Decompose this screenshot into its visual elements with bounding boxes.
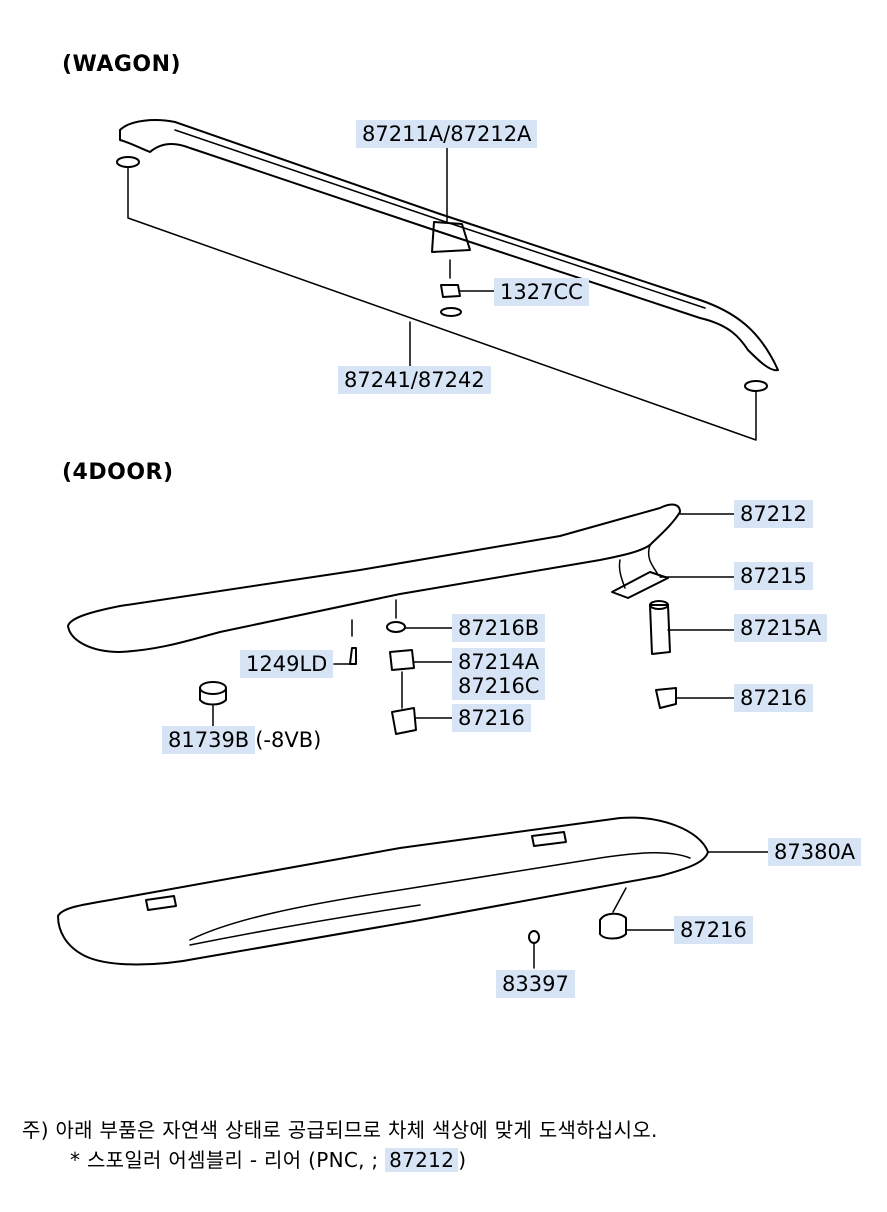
part-label-87214a[interactable]: 87214A [452, 648, 546, 676]
4door-screw-1249ld [349, 619, 357, 665]
part-label-87380a[interactable]: 87380A [768, 838, 862, 866]
wagon-roof-rail [119, 119, 779, 372]
part-label-87212[interactable]: 87212 [734, 500, 813, 528]
part-label-87216-right[interactable]: 87216 [734, 684, 813, 712]
4door-nut-87216 [391, 707, 417, 735]
part-label-81739b-suffix: (-8VB) [255, 728, 322, 752]
note-line-1: 주) 아래 부품은 자연색 상태로 공급되므로 차체 색상에 맞게 도색하십시오… [22, 1118, 658, 1142]
wagon-pad-left [116, 156, 140, 168]
wagon-nut [440, 259, 461, 298]
note-pnc-link[interactable]: 87212 [385, 1148, 459, 1172]
note-line-2: * 스포일러 어셈블리 - 리어 (PNC, ; 87212) [70, 1144, 466, 1173]
part-label-1327cc[interactable]: 1327CC [494, 278, 589, 306]
part-label-87211a-87212a[interactable]: 87211A/87212A [356, 120, 538, 148]
4door-clip-87214a [389, 649, 415, 671]
lower-nut-87216 [599, 912, 627, 940]
part-label-87215[interactable]: 87215 [734, 562, 813, 590]
note-line-2-suffix: ) [458, 1148, 467, 1172]
lower-plug-83397 [528, 930, 540, 944]
lower-spoiler [57, 816, 709, 966]
4door-nut-right [655, 687, 677, 709]
part-label-87216-center[interactable]: 87216 [452, 704, 531, 732]
4door-section-title: (4DOOR) [62, 460, 174, 485]
4door-plug-81739b [199, 681, 227, 706]
part-label-87215a[interactable]: 87215A [734, 614, 828, 642]
4door-spacer-tube [649, 600, 671, 655]
part-label-87216-lower[interactable]: 87216 [674, 916, 753, 944]
part-label-81739b[interactable]: 81739B [162, 726, 256, 754]
part-label-87241-87242[interactable]: 87241/87242 [338, 366, 491, 394]
part-label-83397[interactable]: 83397 [496, 970, 575, 998]
wagon-section-title: (WAGON) [62, 52, 182, 77]
part-label-81739b-group: 81739B(-8VB) [162, 726, 321, 754]
4door-washer-87216b [386, 621, 406, 633]
4door-bracket [611, 571, 669, 599]
note-line-2-prefix: * 스포일러 어셈블리 - 리어 (PNC, ; [70, 1148, 386, 1172]
part-label-87216b[interactable]: 87216B [452, 614, 546, 642]
wagon-pad-right [744, 380, 768, 392]
part-label-87216c[interactable]: 87216C [452, 672, 546, 700]
4door-spoiler [67, 503, 681, 653]
wagon-support-leg [431, 221, 471, 253]
part-label-1249ld[interactable]: 1249LD [240, 650, 334, 678]
wagon-washer [440, 307, 462, 317]
